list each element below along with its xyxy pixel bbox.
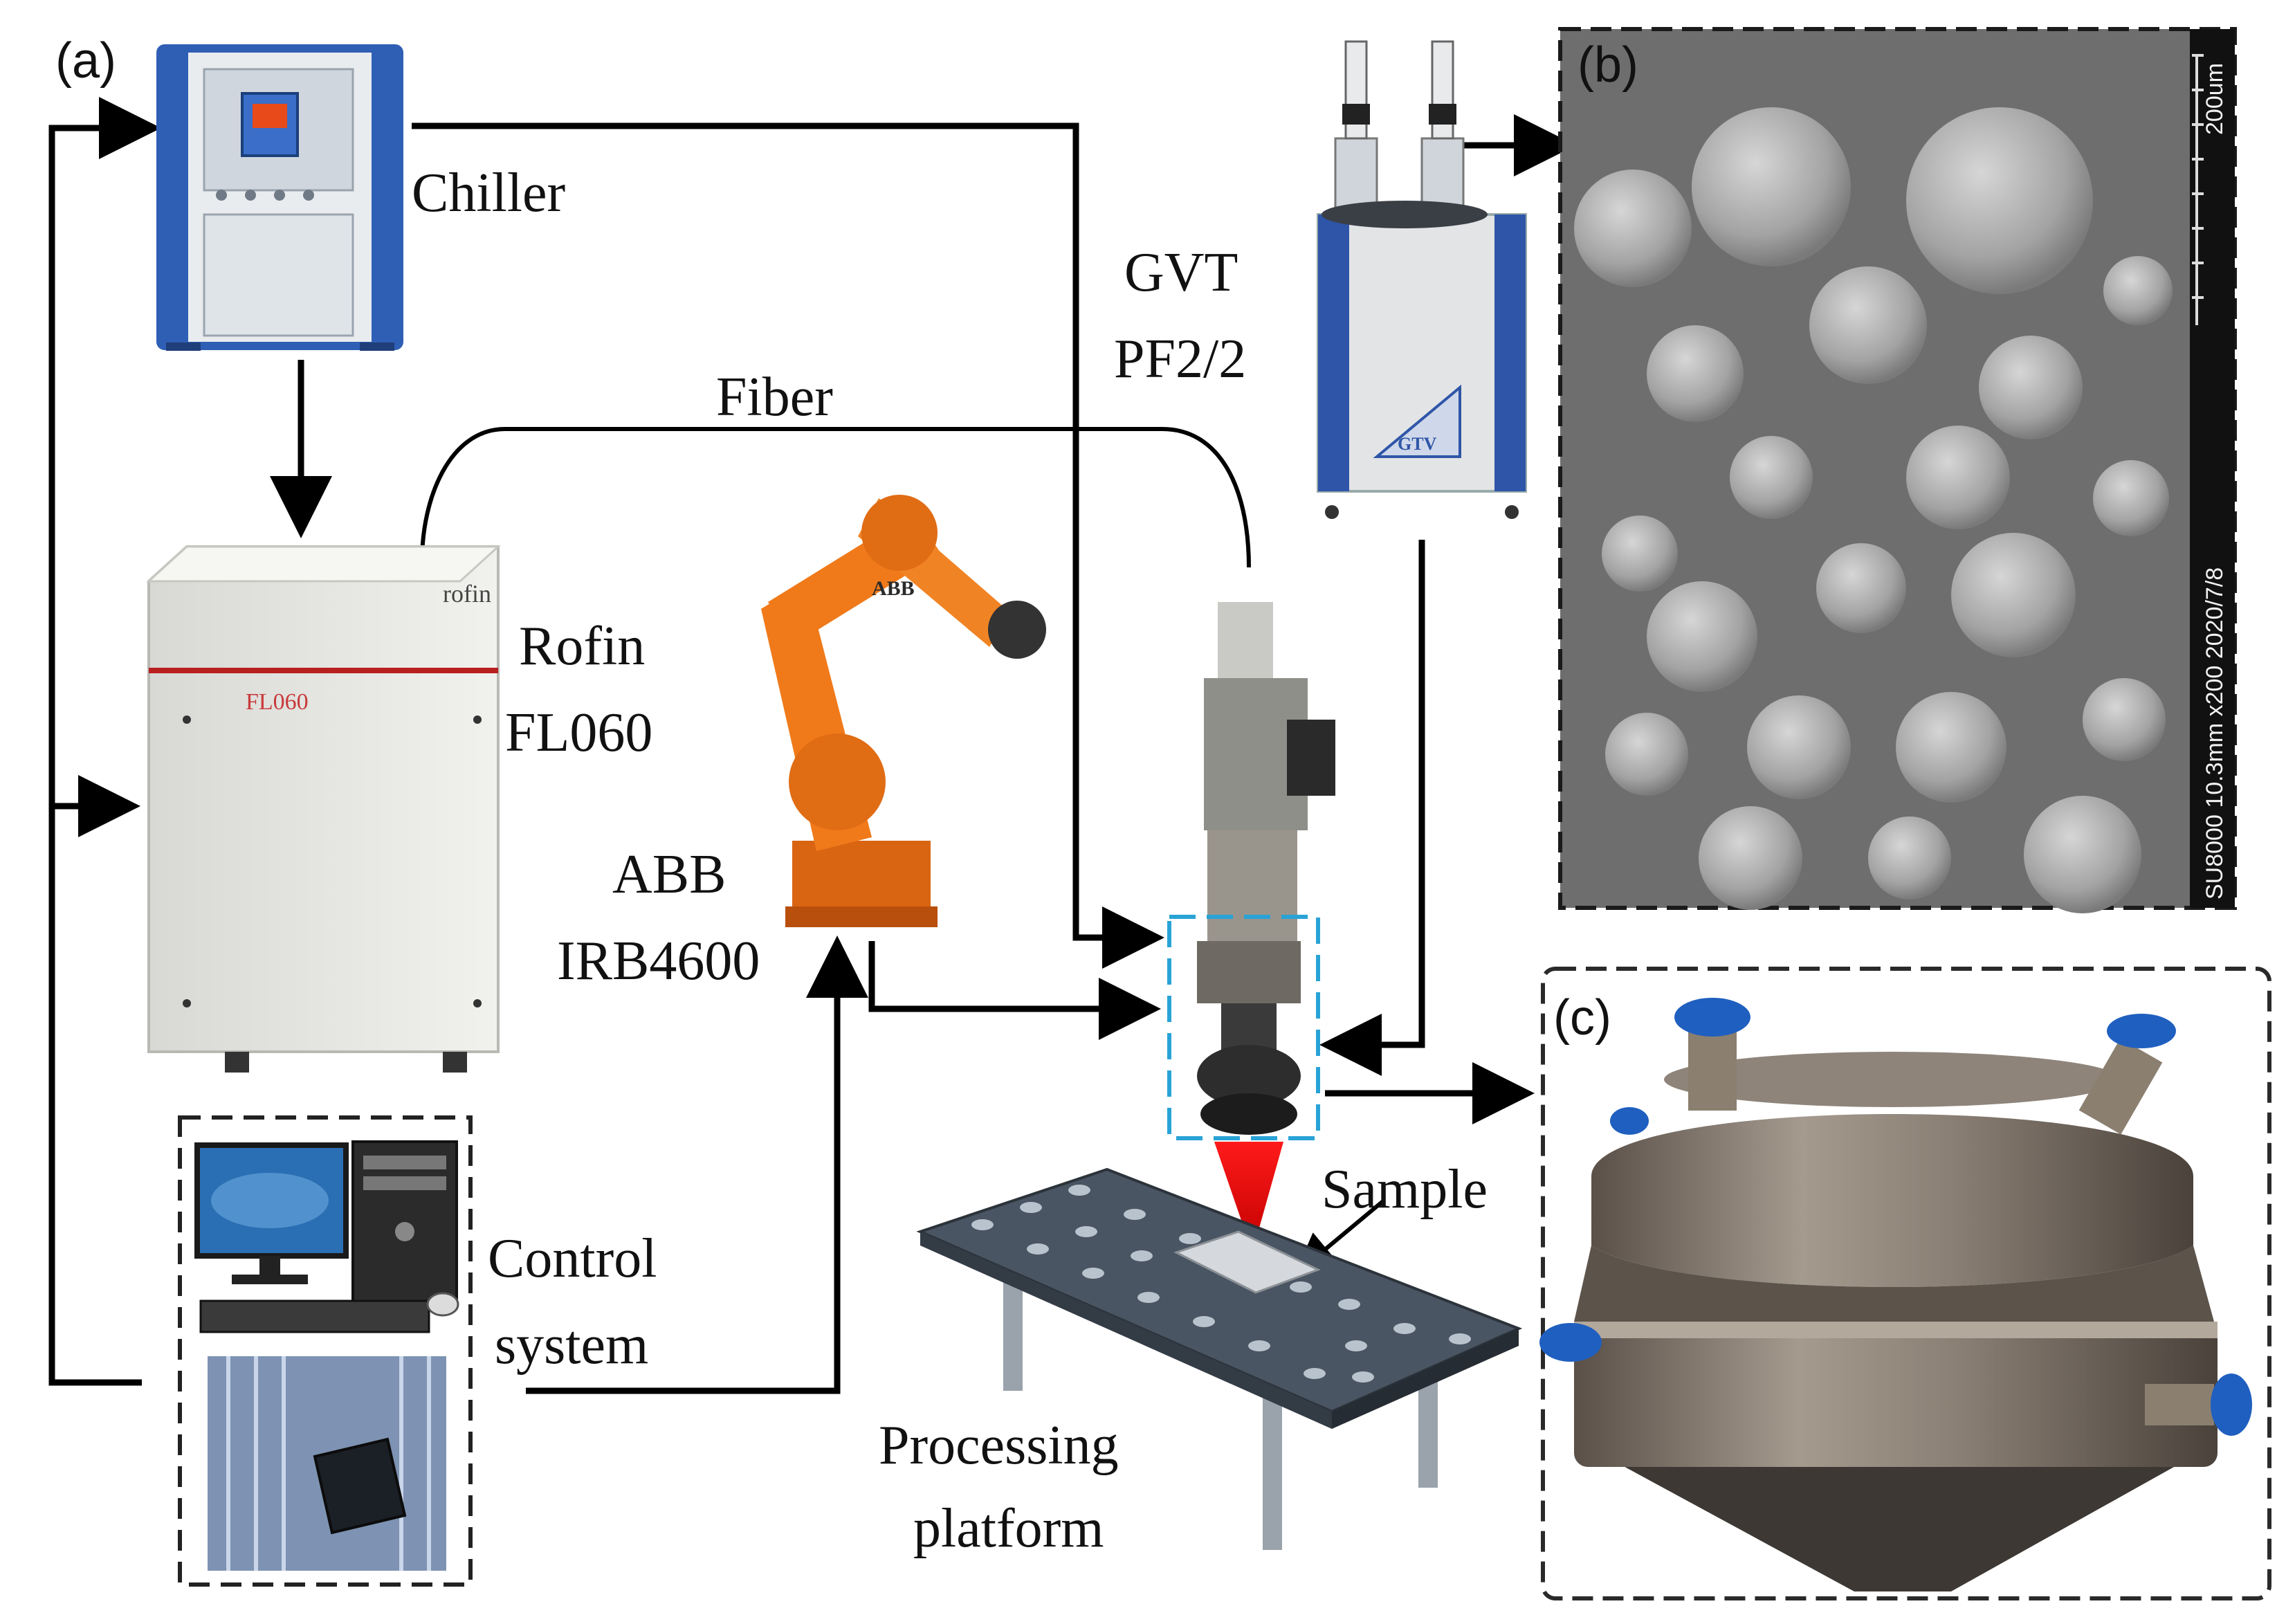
- laser-beam: [1214, 1142, 1283, 1252]
- fiber-label: Fiber: [716, 367, 833, 428]
- platform-label-line1: Processing: [879, 1415, 1119, 1476]
- chiller-label: Chiller: [412, 163, 565, 223]
- fiber-cable: [420, 427, 1251, 568]
- gvt-label-line2: PF2/2: [1114, 329, 1246, 390]
- rofin-logo: rofin: [443, 580, 491, 608]
- sem-micrograph-panel: 200um SU8000 10.3mm x200 2020/7/8: [1558, 27, 2237, 913]
- left-feedback-line: [48, 97, 161, 1386]
- gas-fittings: [1539, 998, 2252, 1436]
- mouse-icon: [426, 1292, 459, 1317]
- abb-label-line1: ABB: [612, 844, 726, 905]
- processing-platform: [916, 1167, 1523, 1550]
- nozzle-cone-tip: [1612, 1460, 2186, 1591]
- connection-lines: [48, 97, 1576, 1394]
- abb-logo: ABB: [872, 577, 915, 600]
- sample-plate: [1173, 1230, 1321, 1294]
- sem-scale-label: 200um: [2202, 63, 2228, 135]
- keyboard-icon: [199, 1299, 430, 1333]
- gtv-logo-mark: [1373, 384, 1461, 458]
- control-label-line2: system: [495, 1315, 648, 1376]
- control-label-line1: Control: [488, 1228, 657, 1289]
- rofin-label-line2: FL060: [505, 702, 652, 763]
- panel-label-b: (b): [1578, 37, 1638, 93]
- platform-holes: [971, 1185, 1471, 1383]
- robot-to-head-line: [868, 941, 1161, 1040]
- sample-label: Sample: [1322, 1159, 1488, 1220]
- control-to-robot-line: [526, 936, 868, 1394]
- abb-robot: ABB: [761, 495, 1046, 927]
- panel-label-c: (c): [1553, 990, 1611, 1046]
- powder-feeder: GTV: [1317, 40, 1527, 519]
- gvt-label-line1: GVT: [1124, 242, 1238, 303]
- rofin-laser-cabinet: rofin FL060: [146, 545, 501, 1073]
- rofin-label-line1: Rofin: [519, 616, 645, 677]
- powder-particles: [1574, 107, 2173, 913]
- nozzle-upper-body: [1591, 1114, 2193, 1287]
- chiller-to-head-line: [412, 122, 1164, 969]
- panel-label-a: (a): [55, 33, 116, 89]
- chiller-unit: [156, 44, 403, 351]
- fl-model-mark: FL060: [246, 689, 309, 715]
- svg-text:GTV: GTV: [1398, 434, 1437, 454]
- feeder-to-head-line: [1319, 540, 1425, 1076]
- nozzle-photo-panel: [1539, 967, 2271, 1600]
- platform-label-line2: platform: [913, 1498, 1104, 1559]
- sem-info-bar: SU8000 10.3mm x200 2020/7/8: [2202, 567, 2228, 900]
- abb-label-line2: IRB4600: [557, 931, 760, 992]
- text-labels: (a) (b) (c) Chiller Fiber GVT PF2/2 Rofi…: [55, 33, 1638, 1559]
- control-system-box: [178, 1115, 473, 1587]
- laser-cladding-head: [1167, 602, 1335, 1252]
